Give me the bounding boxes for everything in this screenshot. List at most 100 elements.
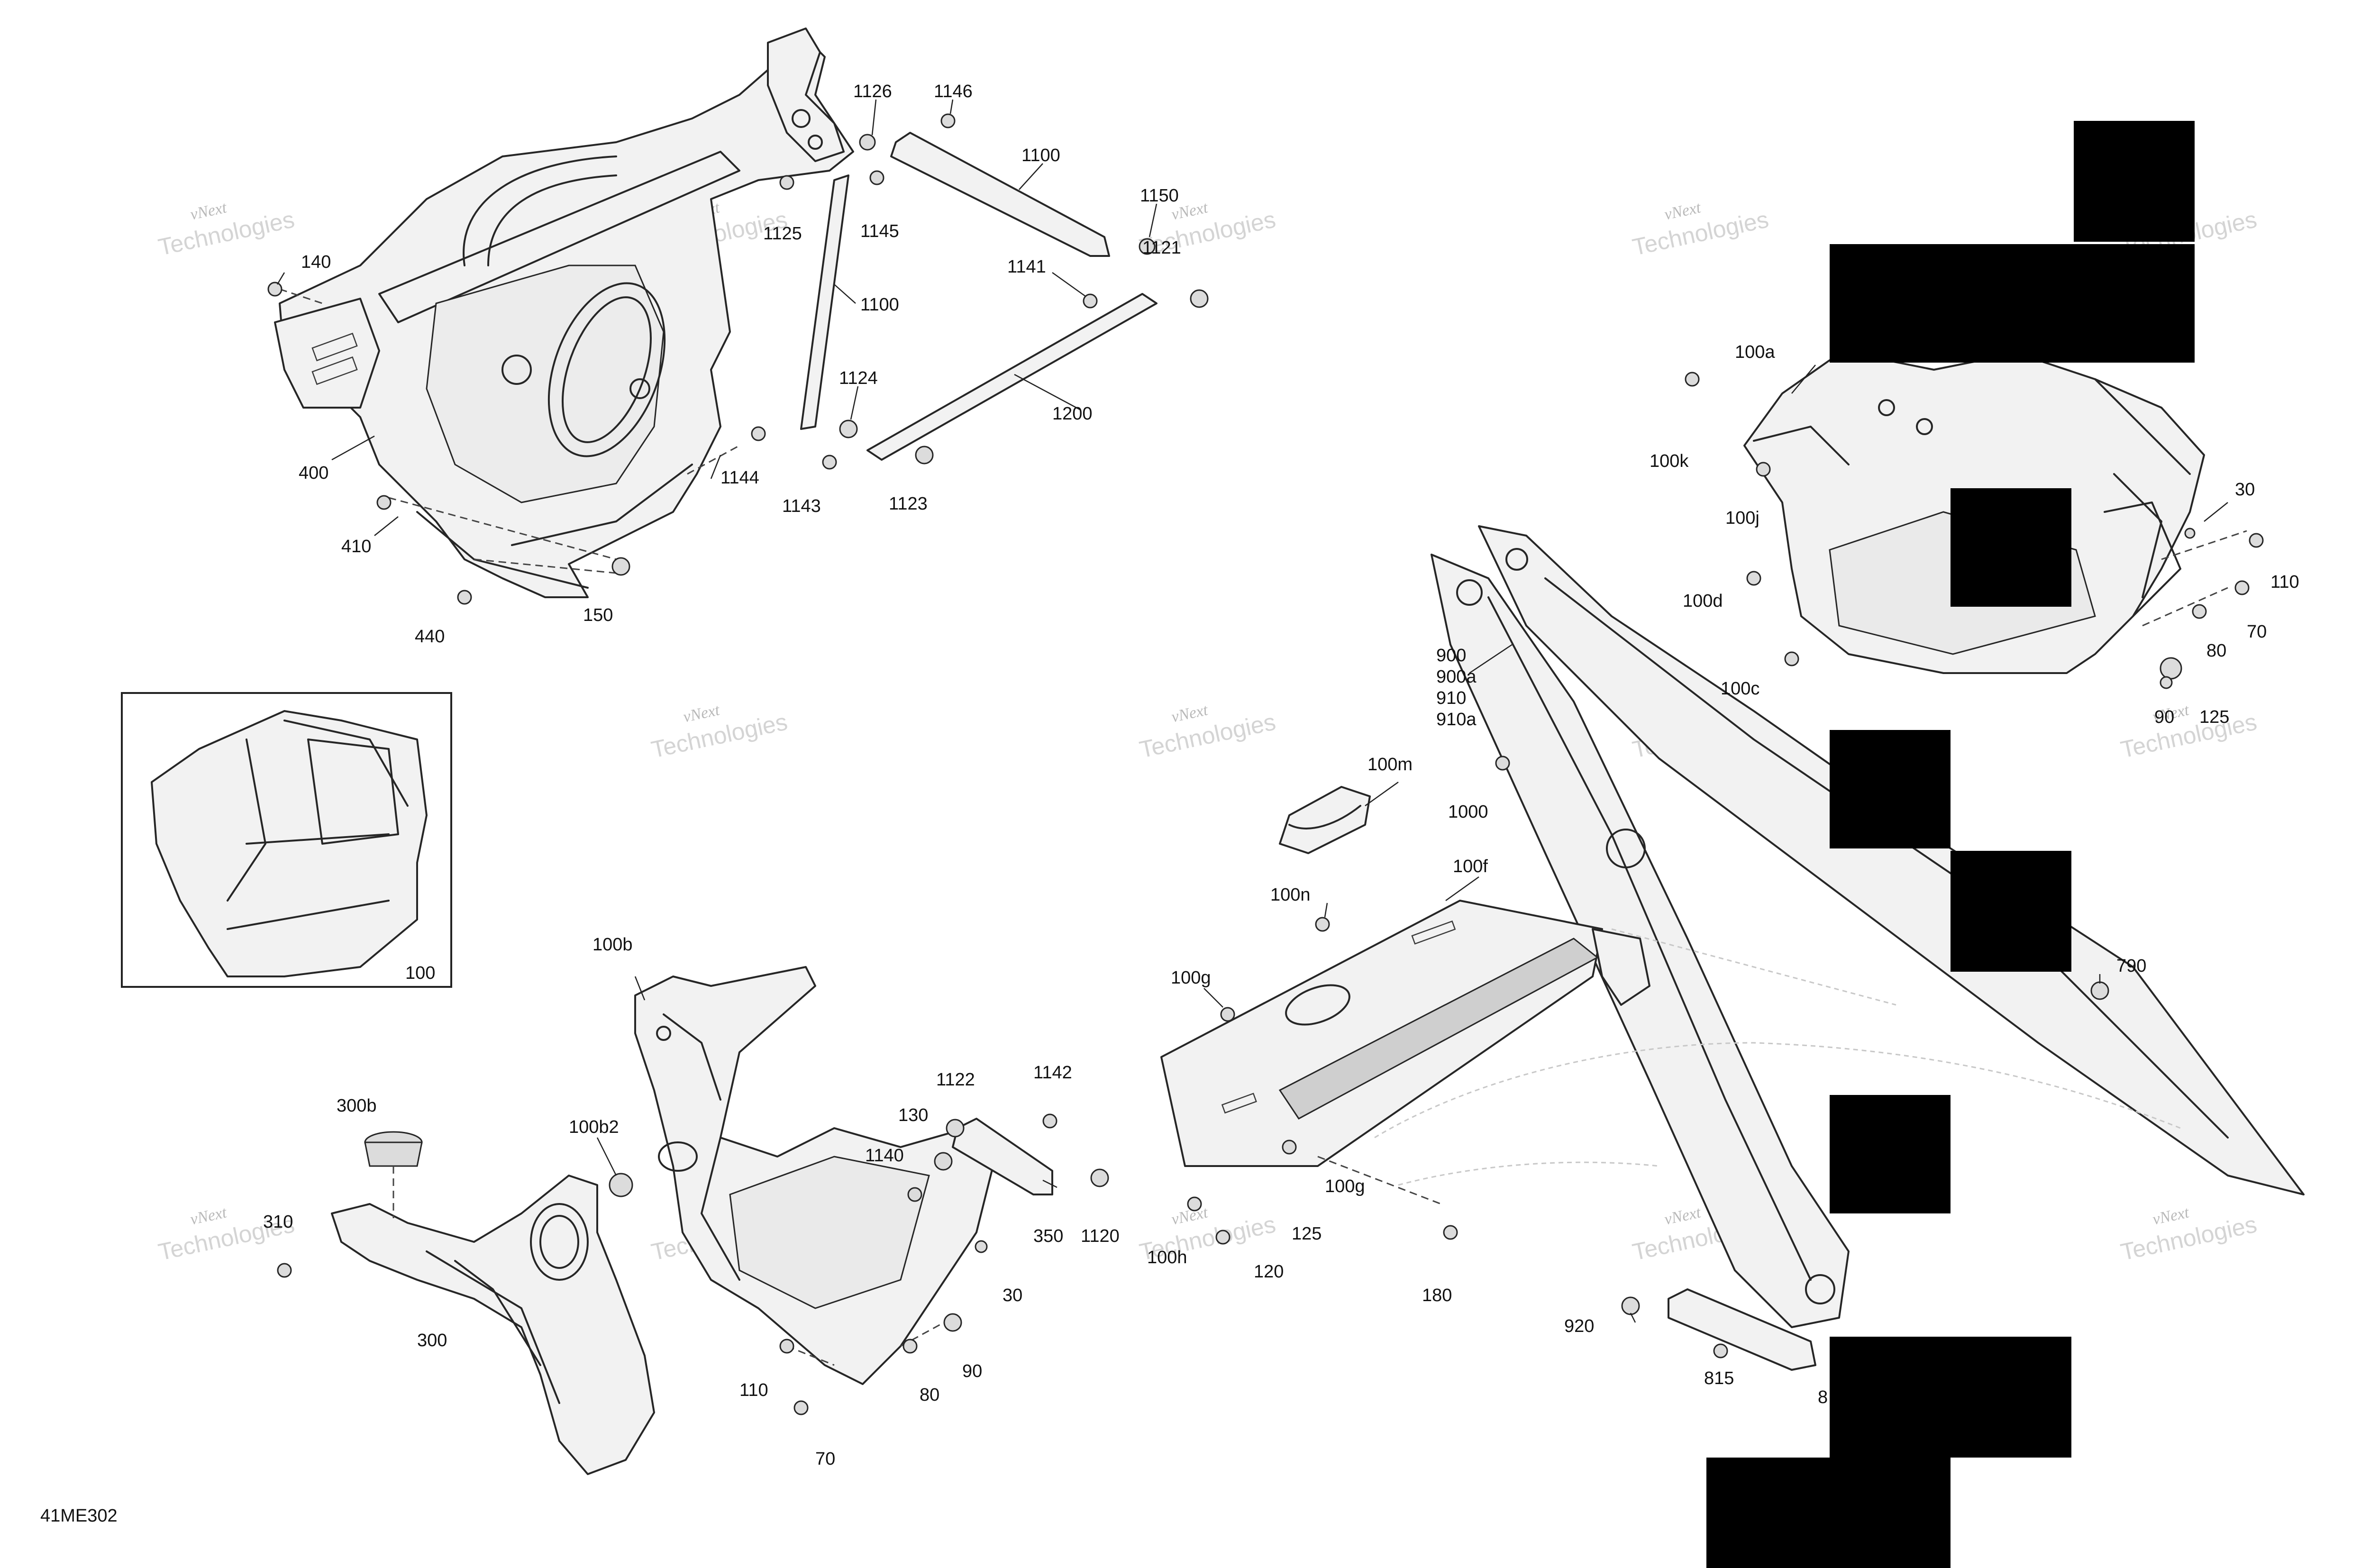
pivot-boss — [1456, 579, 1483, 606]
bolt-1000 — [1495, 756, 1510, 771]
subframe-100b-floor — [729, 1156, 930, 1309]
callout: 1140 — [865, 1146, 904, 1166]
cover-100m — [1279, 786, 1371, 854]
bolt-1143 — [822, 455, 837, 470]
fasteners-top-left — [267, 113, 1209, 605]
redaction-block — [1830, 730, 1951, 848]
rear-frame-detail — [1753, 378, 2191, 598]
callout: 100h — [1147, 1248, 1187, 1267]
callout: 1126 — [853, 82, 892, 101]
callout: 1123 — [889, 494, 928, 514]
skid-plate-slot — [1221, 1093, 1257, 1114]
bolt-1146 — [940, 113, 956, 128]
steering-column-opening-inner — [562, 296, 652, 443]
rod-1200 — [866, 293, 1158, 461]
inset-frame-100 — [121, 692, 452, 988]
nut-920 — [1621, 1296, 1640, 1315]
inset-frame-detail — [227, 720, 409, 930]
skid-plate-100f — [1160, 900, 1603, 1167]
steering-column-opening — [547, 282, 666, 457]
bushing-300b-body — [364, 1141, 423, 1167]
callout: 80 — [920, 1385, 939, 1405]
nut-100n — [1315, 917, 1330, 932]
bolt-30 — [975, 1240, 988, 1253]
callout: 100d — [1683, 591, 1723, 611]
inner-panel — [426, 264, 665, 503]
inset-frame-opening — [307, 738, 399, 845]
left-mount-bracket — [274, 298, 380, 409]
callout: 900 — [1436, 646, 1466, 665]
bolt-70 — [793, 1400, 809, 1415]
trailing-arm-right — [1478, 525, 2305, 1195]
redaction-block — [2074, 121, 2195, 242]
bolt-110 — [779, 1339, 794, 1354]
callout: 100c — [1721, 679, 1759, 699]
ghost-outline — [1398, 1161, 1659, 1186]
pivot-boss — [1606, 829, 1646, 868]
callout: 920 — [1564, 1316, 1594, 1336]
callout: 125 — [1292, 1224, 1322, 1244]
callout: 130 — [898, 1105, 928, 1125]
callout: 100j — [1725, 508, 1759, 528]
assembly-line — [2161, 530, 2247, 560]
front-frame-assembly — [274, 27, 854, 598]
callout: 80 — [2206, 641, 2226, 661]
callout: 100m — [1367, 755, 1413, 775]
rear-frame-gusset — [2104, 501, 2181, 617]
washer-100b2 — [609, 1173, 633, 1197]
nut-100g — [1282, 1140, 1297, 1155]
callout: 910 — [1436, 688, 1466, 708]
skid-plate-assembly — [1160, 786, 1650, 1205]
skid-plate-opening — [1285, 984, 1350, 1026]
upper-cross-tube — [378, 151, 740, 323]
fasteners-top-right — [1685, 372, 2264, 689]
skid-plate-slot — [1411, 920, 1456, 945]
watermark: vNext Technologies — [1630, 199, 1771, 261]
bolt-1142 — [1042, 1113, 1057, 1129]
steering-rods — [800, 132, 1158, 461]
callout: 790 — [2116, 956, 2146, 976]
callout: 150 — [583, 605, 613, 625]
redaction-block — [1706, 1458, 1951, 1568]
assembly-line — [2142, 587, 2228, 627]
callout: 400 — [299, 463, 328, 483]
assembly-line — [388, 497, 617, 560]
nut-1120 — [1090, 1168, 1109, 1187]
nut-1121 — [1190, 289, 1209, 308]
nut-1124 — [839, 419, 858, 438]
bolt-440 — [457, 590, 472, 605]
nut-130 — [934, 1152, 953, 1171]
bolt-30 — [2184, 528, 2196, 539]
callout: 300 — [417, 1331, 447, 1350]
bolt-180 — [1443, 1225, 1458, 1240]
callout: 100a — [1735, 342, 1775, 362]
callout: 100k — [1650, 451, 1689, 471]
callout: 120 — [1254, 1262, 1284, 1282]
upper-mount-bracket — [767, 27, 845, 162]
bolt-hole — [792, 109, 811, 128]
bolt-100k — [1685, 372, 1700, 387]
callout: 100b — [592, 935, 633, 955]
callout: 180 — [1422, 1285, 1452, 1305]
callout: 100g — [1325, 1176, 1365, 1196]
callout: 1146 — [934, 82, 973, 101]
callout: 1100 — [860, 295, 899, 315]
callout: 1000 — [1448, 802, 1488, 822]
link-350 — [779, 1113, 1109, 1415]
callout: 90 — [962, 1361, 982, 1381]
callout: 100n — [1270, 885, 1311, 905]
bracket-slot — [311, 332, 358, 362]
bolt-hole — [1916, 418, 1933, 435]
bolt-100j — [1756, 462, 1771, 477]
watermark-line1: vNext — [1663, 199, 1703, 224]
callout: 90 — [2154, 707, 2174, 727]
callout: 1144 — [720, 468, 759, 488]
callout: 1122 — [936, 1070, 975, 1090]
diagram-code: 41ME302 — [40, 1506, 118, 1526]
ghost-outline — [1374, 1042, 2181, 1139]
redaction-block — [1951, 488, 2071, 607]
callout: 410 — [341, 537, 371, 556]
bolt-140 — [267, 282, 283, 297]
subframe-300-body — [331, 1175, 655, 1475]
